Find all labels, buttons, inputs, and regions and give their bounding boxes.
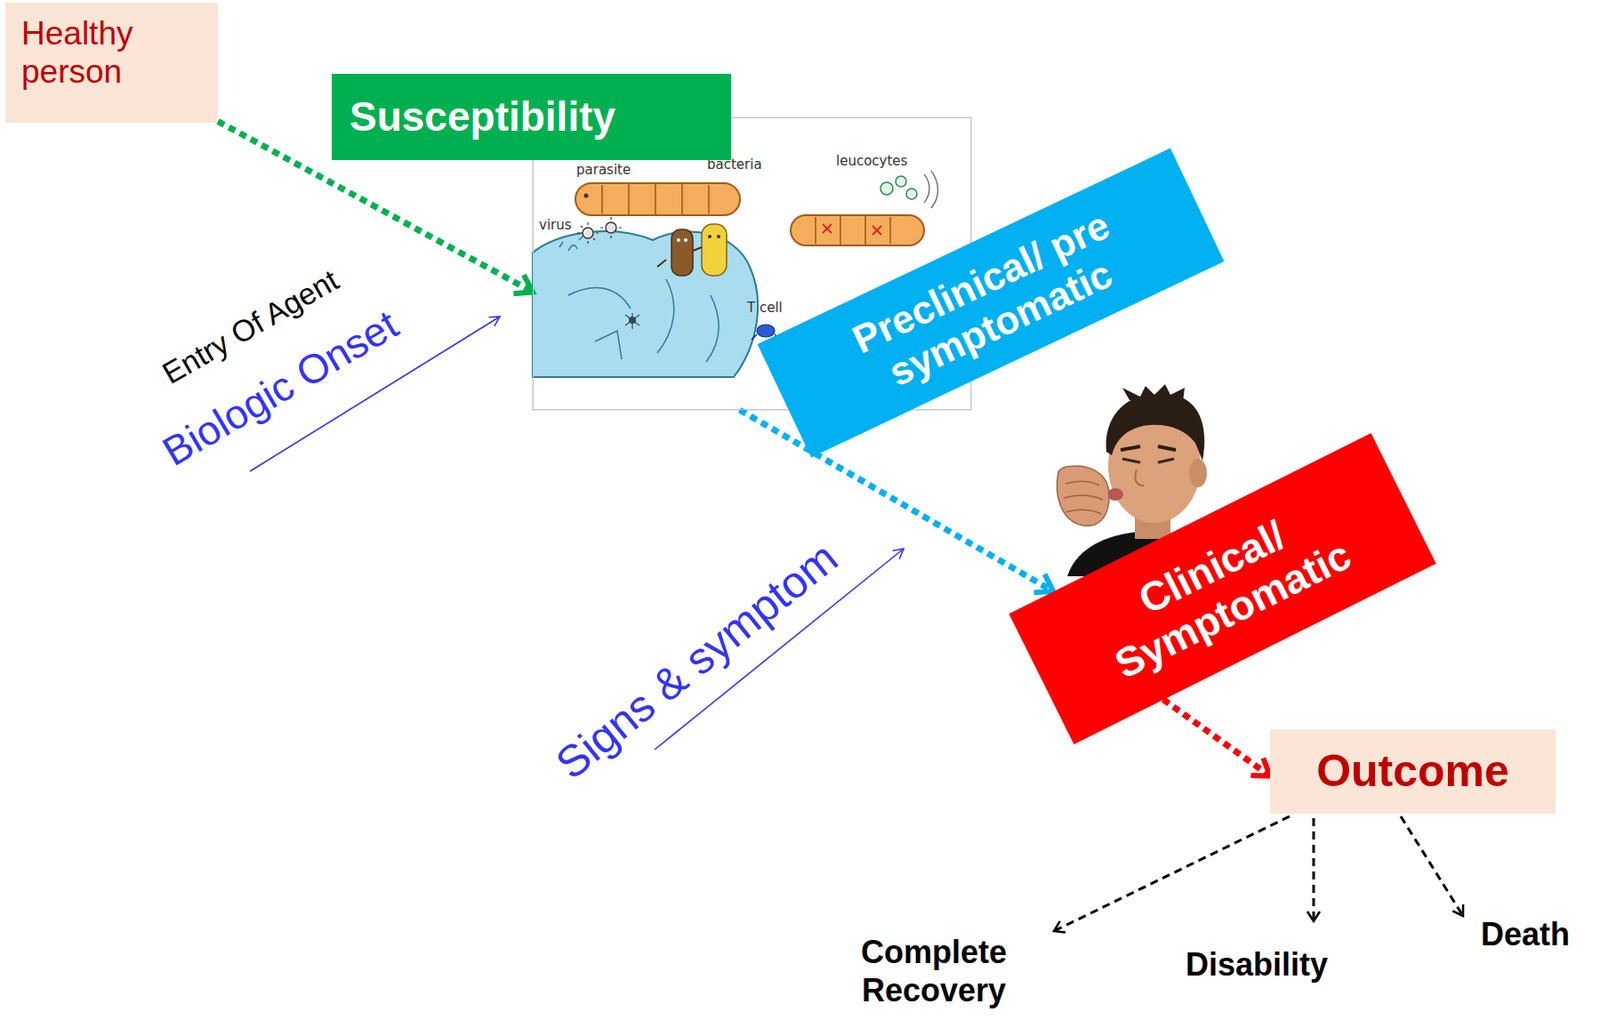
outcome-branch — [1400, 816, 1464, 917]
bacterium — [701, 224, 727, 276]
fingers — [1063, 481, 1103, 515]
hair — [1106, 394, 1206, 461]
bug-legs — [625, 313, 640, 330]
timeline-label: Signs & symptom — [545, 530, 848, 790]
splash — [559, 236, 583, 251]
illustration-label: T cell — [747, 300, 783, 316]
parasite-worm — [575, 183, 740, 216]
brows — [1120, 446, 1176, 451]
outcome-branch — [1312, 818, 1316, 922]
attacked-worm — [790, 215, 925, 246]
tissue-crack — [568, 279, 719, 362]
worm-body — [575, 183, 740, 216]
bacterium-arm — [657, 247, 702, 267]
outcome-branch — [1053, 816, 1290, 932]
worm-segments — [815, 216, 891, 245]
ear — [1189, 458, 1207, 488]
stage-label: Clinical/ Symptomatic — [1072, 482, 1372, 696]
leucocyte — [906, 188, 917, 200]
virus — [582, 227, 594, 239]
leucocyte — [895, 176, 907, 187]
motion-line — [924, 170, 939, 209]
stage-label: Healthy person — [21, 15, 202, 91]
virus-spikes — [577, 222, 599, 244]
outcome-label: Outcome — [1284, 746, 1542, 798]
leucocyte-cells — [880, 170, 939, 209]
illustration-label: leucocytes — [836, 153, 908, 169]
outcome-result: Complete Recovery — [840, 932, 1028, 1010]
t-cell — [756, 324, 775, 338]
stage-label: Susceptibility — [349, 93, 714, 141]
worm-body — [790, 215, 925, 246]
bacterium-eye — [716, 234, 721, 239]
illustration-label: parasite — [576, 162, 631, 178]
outcome-result: Death — [1480, 915, 1570, 954]
bacteria-figures — [657, 224, 727, 276]
bacterium-eye — [676, 238, 681, 242]
bacterium-eye — [683, 238, 688, 242]
outcome-result: Disability — [1185, 945, 1328, 984]
illustration-label: virus — [538, 217, 572, 234]
outcome-box: Outcome — [1270, 729, 1556, 814]
damage-mark — [822, 224, 882, 235]
dotted-connector — [1163, 699, 1271, 777]
fist — [1056, 466, 1109, 526]
stage-band: Susceptibility — [331, 73, 732, 161]
hair-spikes — [1122, 384, 1185, 403]
closed-eyes — [1122, 458, 1174, 463]
leucocyte — [880, 182, 893, 195]
nose — [1134, 469, 1144, 486]
worm-eye — [584, 193, 589, 199]
bacterium — [671, 229, 693, 276]
stage-box: Healthy person — [5, 2, 218, 123]
worm-segments — [602, 184, 709, 215]
bacterium-eye — [707, 234, 712, 239]
flow-arrow — [1163, 699, 1271, 777]
virus-spikes — [600, 217, 622, 239]
virus — [605, 222, 617, 234]
tissue-bug — [625, 313, 640, 330]
